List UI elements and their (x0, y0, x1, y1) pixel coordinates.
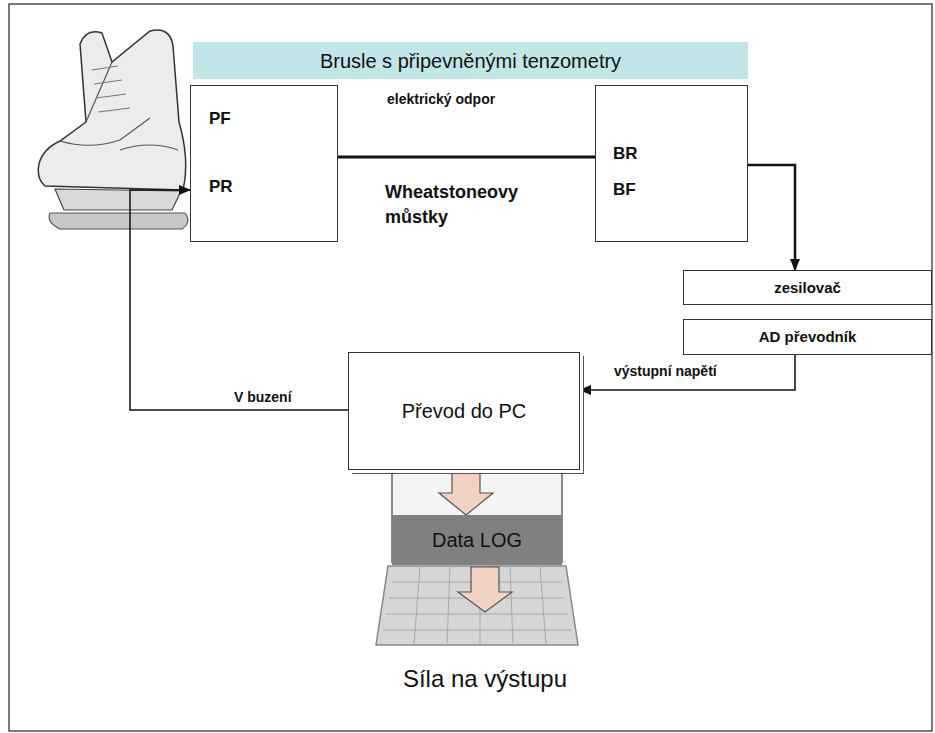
node-text: Převod do PC (389, 398, 539, 424)
signal-connector (580, 355, 795, 390)
signal-connector (748, 165, 795, 270)
node-text: PR (209, 176, 233, 198)
node-text: BR (613, 143, 638, 165)
converter-box: AD převodník (683, 319, 932, 355)
node-text: BF (613, 179, 636, 201)
node-text: Brusle s připevněnými tenzometry (320, 48, 621, 74)
edge-label: V buzení (232, 389, 294, 406)
node-text: Data LOG (432, 527, 522, 553)
block-arrow (458, 567, 512, 612)
node-text: AD převodník (759, 327, 857, 347)
signal-connector (338, 156, 595, 159)
output-caption: Síla na výstupu (401, 662, 569, 696)
block-arrow (439, 471, 493, 515)
sensor-box: BR BF (595, 85, 748, 242)
edge-label: výstupní napětí (612, 363, 719, 380)
title-band: Brusle s připevněnými tenzometry (193, 42, 748, 79)
pc-transfer-box: Převod do PC (348, 352, 580, 470)
laptop-illustration (376, 470, 578, 645)
node-text: PF (209, 108, 231, 130)
skate-illustration (38, 30, 188, 229)
edge-label: elektrický odpor (385, 91, 497, 108)
sensor-box: PF PR (190, 85, 338, 242)
data-log-band: Data LOG (392, 515, 562, 565)
outer-frame (9, 4, 932, 731)
bridge-label: Wheatstoneovy můstky (383, 180, 527, 230)
node-text: zesilovač (774, 278, 841, 298)
amplifier-box: zesilovač (683, 270, 932, 305)
